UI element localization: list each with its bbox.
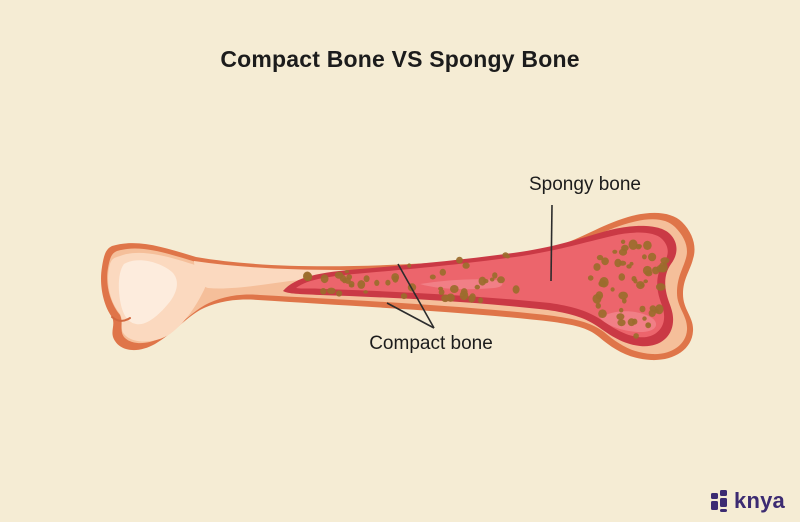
compact-bone-pointer-line-bottom [386,302,435,329]
compact-bone-pointer-line-top [397,263,435,329]
brand-logo-text: knya [734,488,785,513]
spongy-bone-pointer-line [550,204,553,282]
label-spongy-bone: Spongy bone [529,174,641,195]
brand-logo: knya [711,488,785,514]
page-title: Compact Bone VS Spongy Bone [220,46,580,72]
spongy-dots [303,239,670,339]
label-lines [386,204,553,329]
knya-logo-icon [711,490,728,512]
bone-notch-crease [111,316,131,322]
label-compact-bone: Compact bone [369,333,493,354]
bone-head-inner-highlight [118,260,177,325]
